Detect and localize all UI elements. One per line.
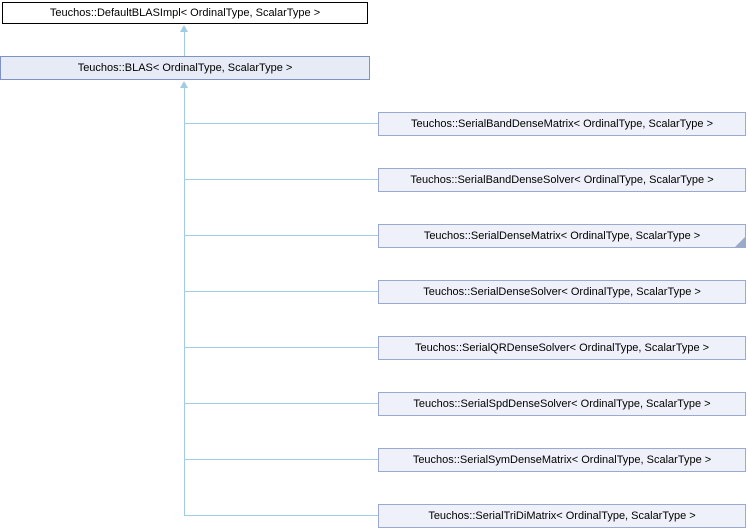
class-node-label: Teuchos::SerialBandDenseMatrix< OrdinalT… xyxy=(410,118,714,130)
class-node-serialqrdensesolver[interactable]: Teuchos::SerialQRDenseSolver< OrdinalTyp… xyxy=(378,336,746,360)
inheritance-edge-branch xyxy=(184,123,378,124)
class-node-blas[interactable]: Teuchos::BLAS< OrdinalType, ScalarType > xyxy=(0,56,370,80)
inheritance-edge-branch xyxy=(184,179,378,180)
inheritance-edge-branch xyxy=(184,515,378,516)
inheritance-edge-branch xyxy=(184,235,378,236)
class-node-serialtridimatrix[interactable]: Teuchos::SerialTriDiMatrix< OrdinalType,… xyxy=(378,504,746,528)
inheritance-edge-branch xyxy=(184,291,378,292)
class-node-serialdensematrix[interactable]: Teuchos::SerialDenseMatrix< OrdinalType,… xyxy=(378,224,746,248)
class-node-serialsymdensematrix[interactable]: Teuchos::SerialSymDenseMatrix< OrdinalTy… xyxy=(378,448,746,472)
inheritance-arrow-up-icon xyxy=(180,81,188,88)
class-node-label: Teuchos::SerialQRDenseSolver< OrdinalTyp… xyxy=(414,342,710,354)
class-node-label: Teuchos::SerialBandDenseSolver< OrdinalT… xyxy=(410,174,714,186)
class-node-label: Teuchos::BLAS< OrdinalType, ScalarType > xyxy=(77,62,293,74)
inheritance-edge-branch xyxy=(184,403,378,404)
class-node-label: Teuchos::SerialSpdDenseSolver< OrdinalTy… xyxy=(413,398,711,410)
class-node-label: Teuchos::SerialSymDenseMatrix< OrdinalTy… xyxy=(412,454,712,466)
inheritance-edge-branch xyxy=(184,459,378,460)
hidden-subclasses-fold-icon xyxy=(735,237,745,247)
class-node-serialdensesolver[interactable]: Teuchos::SerialDenseSolver< OrdinalType,… xyxy=(378,280,746,304)
class-node-label: Teuchos::SerialDenseMatrix< OrdinalType,… xyxy=(423,230,701,242)
inheritance-edge-branch xyxy=(184,347,378,348)
inheritance-arrow-up-icon xyxy=(180,25,188,32)
class-node-serialbanddensesolver[interactable]: Teuchos::SerialBandDenseSolver< OrdinalT… xyxy=(378,168,746,192)
class-node-serialspddensesolver[interactable]: Teuchos::SerialSpdDenseSolver< OrdinalTy… xyxy=(378,392,746,416)
class-node-label: Teuchos::DefaultBLASImpl< OrdinalType, S… xyxy=(49,7,321,19)
class-node-serialbanddensematrix[interactable]: Teuchos::SerialBandDenseMatrix< OrdinalT… xyxy=(378,112,746,136)
class-node-defaultblasimpl[interactable]: Teuchos::DefaultBLASImpl< OrdinalType, S… xyxy=(2,2,368,24)
class-node-label: Teuchos::SerialTriDiMatrix< OrdinalType,… xyxy=(428,510,696,522)
inheritance-edge-trunk xyxy=(184,85,185,516)
inheritance-edge xyxy=(184,29,185,56)
class-node-label: Teuchos::SerialDenseSolver< OrdinalType,… xyxy=(423,286,701,298)
